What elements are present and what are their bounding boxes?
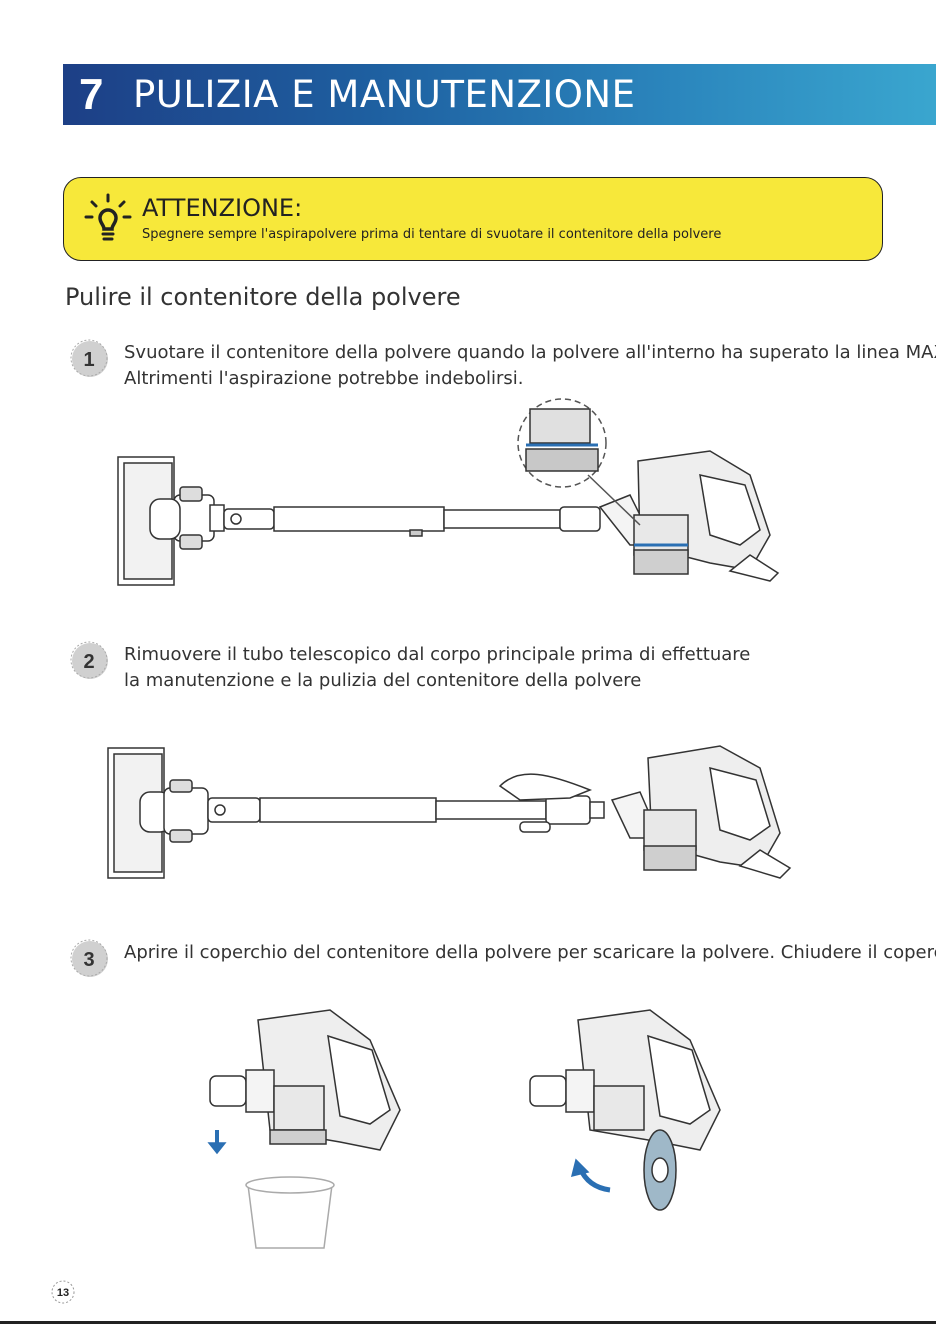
vacuum-full-illustration — [117, 398, 780, 586]
step-text: Aprire il coperchio del contenitore dell… — [124, 940, 936, 966]
warning-title: ATTENZIONE: — [142, 194, 303, 222]
chapter-header: 7 PULIZIA E MANUTENZIONE — [63, 64, 936, 125]
page-number-badge: 13 — [51, 1280, 75, 1304]
step-number-badge: 3 — [70, 939, 108, 977]
chapter-title: PULIZIA E MANUTENZIONE — [133, 73, 636, 116]
section-title: Pulire il contenitore della polvere — [65, 283, 461, 311]
step-line-1: Rimuovere il tubo telescopico dal corpo … — [124, 644, 751, 665]
page-number: 13 — [57, 1287, 69, 1299]
step-text: Svuotare il contenitore della polvere qu… — [124, 340, 936, 392]
step-number: 3 — [83, 949, 94, 971]
step-number-badge: 1 — [70, 339, 108, 377]
empty-dustbin-illustration — [207, 1009, 721, 1249]
warning-box: ATTENZIONE: Spegnere sempre l'aspirapolv… — [63, 177, 883, 261]
warning-text: Spegnere sempre l'aspirapolvere prima di… — [142, 227, 722, 242]
step-number: 1 — [83, 349, 94, 371]
bottom-rule — [0, 1321, 936, 1324]
step-line-1: Svuotare il contenitore della polvere qu… — [124, 342, 936, 363]
step-text: Rimuovere il tubo telescopico dal corpo … — [124, 642, 750, 694]
step-line-1: Aprire il coperchio del contenitore dell… — [124, 942, 936, 963]
step-line-2: Altrimenti l'aspirazione potrebbe indebo… — [124, 368, 524, 389]
lightbulb-icon — [84, 193, 132, 241]
chapter-number: 7 — [79, 69, 104, 119]
step-line-2: la manutenzione e la pulizia del conteni… — [124, 670, 642, 691]
tube-removal-illustration — [107, 745, 792, 879]
step-number: 2 — [83, 651, 94, 673]
step-number-badge: 2 — [70, 641, 108, 679]
